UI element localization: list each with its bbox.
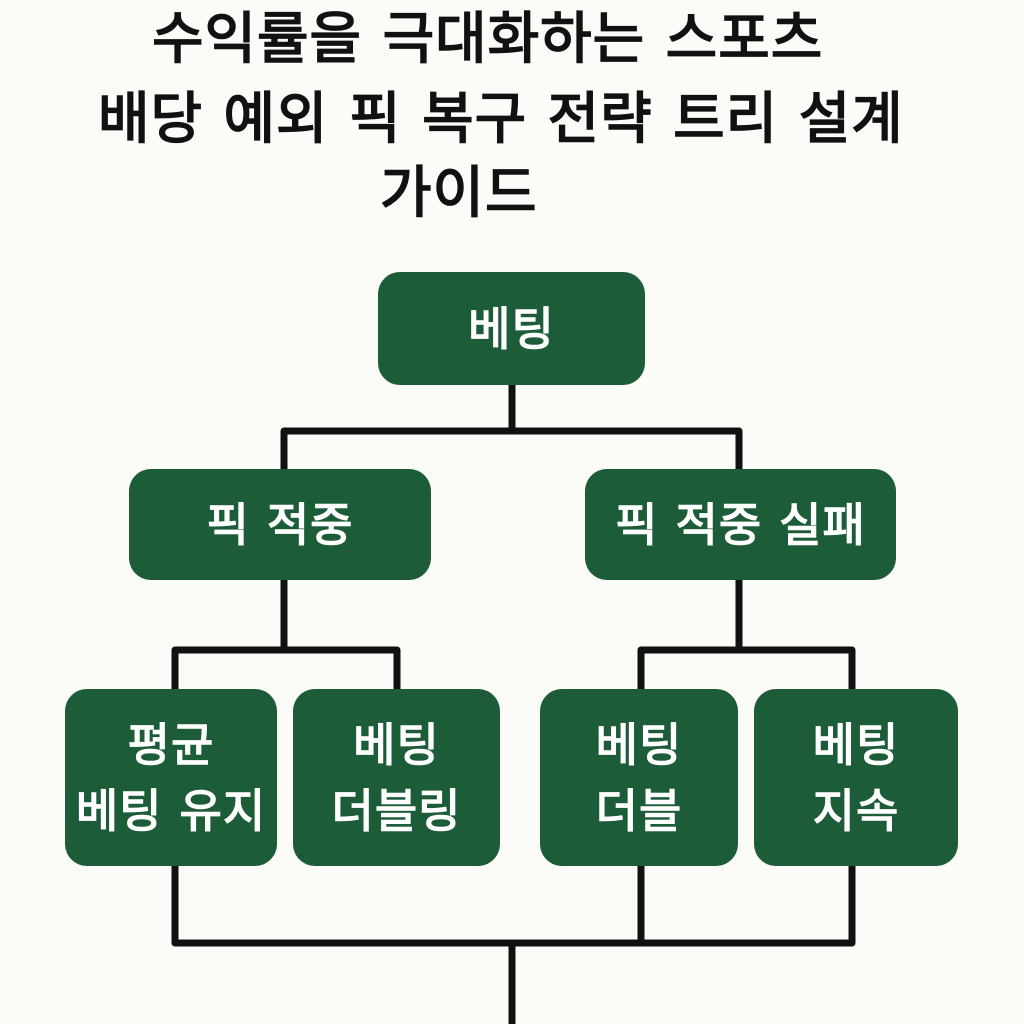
node-doubling-label: 베팅 더블링	[332, 712, 462, 844]
node-miss: 픽 적중 실패	[585, 469, 896, 580]
node-keep-average: 평균 베팅 유지	[65, 689, 277, 866]
node-root-label: 베팅	[468, 301, 555, 356]
node-continue-line-1: 베팅	[812, 717, 900, 772]
connector-right-bar	[637, 646, 856, 694]
node-hit-label: 픽 적중	[206, 497, 354, 552]
node-keep-average-label: 평균 베팅 유지	[76, 712, 266, 844]
title-line-3: 가이드	[380, 161, 538, 226]
node-doubling: 베팅 더블링	[293, 689, 500, 866]
node-continue-line-2: 지속	[812, 783, 900, 838]
node-double-line-1: 베팅	[595, 717, 683, 772]
node-continue-label: 베팅 지속	[813, 712, 900, 844]
node-continue: 베팅 지속	[754, 689, 958, 866]
title-line-2: 배당 예외 픽 복구 전략 트리 설계	[98, 87, 904, 152]
node-miss-label: 픽 적중 실패	[615, 497, 866, 552]
node-keep-average-line-1: 평균	[127, 717, 215, 772]
title-line-1: 수익률을 극대화하는 스포츠	[152, 7, 824, 72]
node-keep-average-line-2: 베팅 유지	[75, 783, 267, 838]
connector-left-bar	[171, 646, 401, 694]
page-title: 수익률을 극대화하는 스포츠 배당 예외 픽 복구 전략 트리 설계 가이드	[0, 0, 1024, 240]
connector-bottom-bar	[171, 861, 856, 947]
node-double: 베팅 더블	[540, 689, 738, 866]
node-double-line-2: 더블	[595, 783, 683, 838]
node-hit: 픽 적중	[129, 469, 431, 580]
connector-level1-bar	[280, 427, 743, 473]
node-double-label: 베팅 더블	[596, 712, 683, 844]
node-doubling-line-2: 더블링	[331, 783, 462, 838]
node-root: 베팅	[378, 272, 645, 385]
node-doubling-line-1: 베팅	[353, 717, 440, 772]
